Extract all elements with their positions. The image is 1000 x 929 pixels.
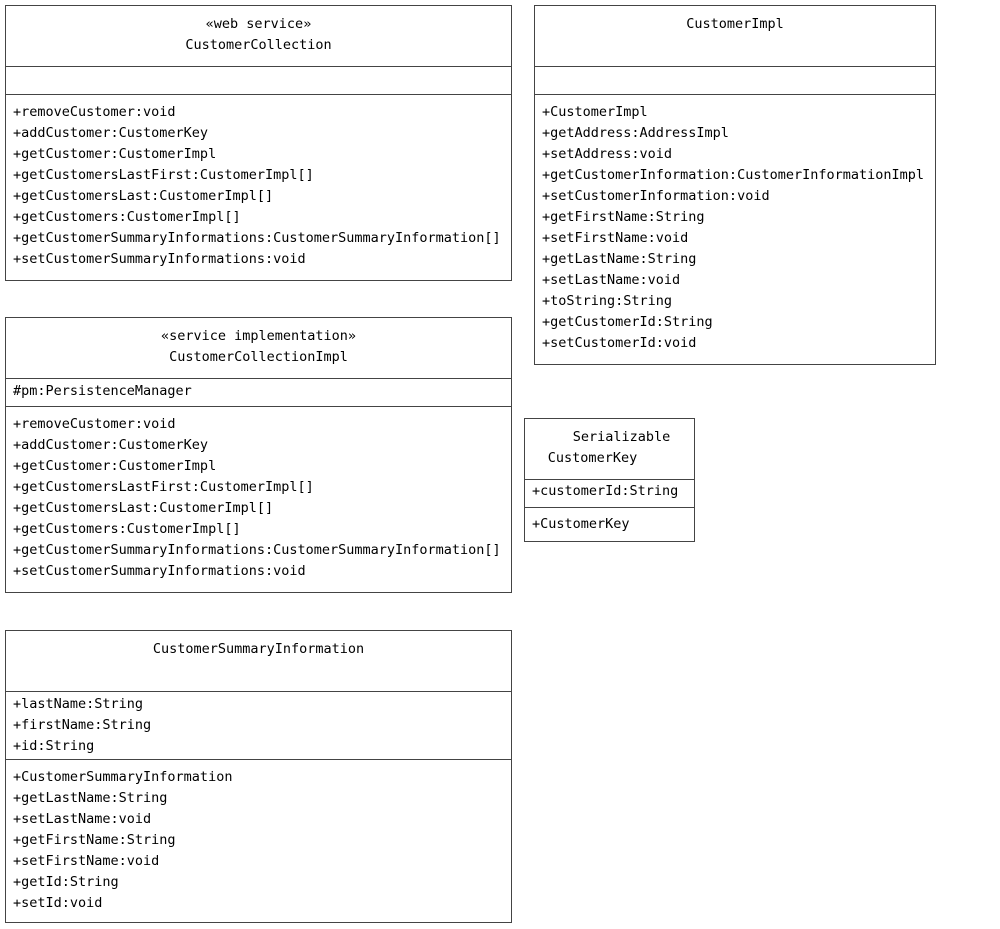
operation-entry: +getFirstName:String bbox=[542, 209, 705, 225]
class-customer-collection[interactable]: «web service» CustomerCollection +remove… bbox=[5, 5, 512, 281]
class-name: CustomerSummaryInformation bbox=[152, 641, 365, 657]
operations-compartment: +CustomerKey bbox=[525, 508, 694, 539]
class-header: «web service» CustomerCollection bbox=[6, 6, 511, 67]
class-customer-summary-information[interactable]: CustomerSummaryInformation +lastName:Str… bbox=[5, 630, 512, 923]
attribute-entry: +id:String bbox=[13, 738, 95, 754]
attribute-entry: +firstName:String bbox=[13, 717, 152, 733]
operation-entry: +getAddress:AddressImpl bbox=[542, 125, 729, 141]
class-header: «service implementation» CustomerCollect… bbox=[6, 318, 511, 379]
attribute-entry: #pm:PersistenceManager bbox=[13, 383, 192, 399]
operation-entry: +removeCustomer:void bbox=[13, 416, 176, 432]
class-header: CustomerSummaryInformation bbox=[6, 631, 511, 692]
operation-entry: +setCustomerSummaryInformations:void bbox=[13, 251, 306, 267]
class-stereotype: «web service» bbox=[205, 16, 312, 32]
operation-entry: +setCustomerId:void bbox=[542, 335, 697, 351]
operation-entry: +removeCustomer:void bbox=[13, 104, 176, 120]
operation-entry: +getFirstName:String bbox=[13, 832, 176, 848]
attributes-compartment bbox=[6, 67, 511, 95]
operation-entry: +setAddress:void bbox=[542, 146, 673, 162]
operation-entry: +getCustomer:CustomerImpl bbox=[13, 458, 217, 474]
attributes-compartment: +customerId:String bbox=[525, 480, 694, 508]
operations-compartment: +removeCustomer:void +addCustomer:Custome… bbox=[6, 95, 511, 274]
class-customer-key[interactable]: Serializable CustomerKey +customerId:Str… bbox=[524, 418, 695, 542]
operation-entry: +addCustomer:CustomerKey bbox=[13, 125, 209, 141]
operation-entry: +getCustomersLastFirst:CustomerImpl[] bbox=[13, 167, 314, 183]
operation-entry: +setFirstName:void bbox=[542, 230, 689, 246]
operation-entry: +CustomerSummaryInformation bbox=[13, 769, 233, 785]
operation-entry: +getCustomerInformation:CustomerInformat… bbox=[542, 167, 925, 183]
class-name: CustomerKey bbox=[547, 450, 638, 466]
operation-entry: +setCustomerSummaryInformations:void bbox=[13, 563, 306, 579]
operations-compartment: +CustomerSummaryInformation +getLastName:… bbox=[6, 760, 511, 918]
class-header: CustomerImpl bbox=[535, 6, 935, 67]
operation-entry: +addCustomer:CustomerKey bbox=[13, 437, 209, 453]
operation-entry: +getCustomers:CustomerImpl[] bbox=[13, 521, 241, 537]
operation-entry: +getCustomersLast:CustomerImpl[] bbox=[13, 188, 274, 204]
operations-compartment: +removeCustomer:void +addCustomer:Custome… bbox=[6, 407, 511, 586]
class-name: CustomerImpl bbox=[686, 16, 784, 32]
class-name: CustomerCollectionImpl bbox=[169, 349, 348, 365]
operation-entry: +CustomerKey bbox=[532, 516, 630, 532]
operation-entry: +setLastName:void bbox=[13, 811, 152, 827]
operation-entry: +setFirstName:void bbox=[13, 853, 160, 869]
operation-entry: +getCustomerId:String bbox=[542, 314, 713, 330]
operation-entry: +getLastName:String bbox=[13, 790, 168, 806]
class-stereotype: Serializable bbox=[572, 429, 671, 445]
operation-entry: +getCustomersLastFirst:CustomerImpl[] bbox=[13, 479, 314, 495]
operation-entry: +getCustomersLast:CustomerImpl[] bbox=[13, 500, 274, 516]
class-header: Serializable CustomerKey bbox=[525, 419, 694, 480]
operation-entry: +getCustomers:CustomerImpl[] bbox=[13, 209, 241, 225]
class-customer-collection-impl[interactable]: «service implementation» CustomerCollect… bbox=[5, 317, 512, 593]
class-stereotype: «service implementation» bbox=[160, 328, 357, 344]
attributes-compartment bbox=[535, 67, 935, 95]
operation-entry: +setCustomerInformation:void bbox=[542, 188, 770, 204]
operation-entry: +getLastName:String bbox=[542, 251, 697, 267]
attribute-entry: +lastName:String bbox=[13, 696, 144, 712]
attributes-compartment: #pm:PersistenceManager bbox=[6, 379, 511, 407]
class-name: CustomerCollection bbox=[185, 37, 332, 53]
operation-entry: +getCustomerSummaryInformations:Customer… bbox=[13, 542, 501, 558]
operation-entry: +toString:String bbox=[542, 293, 673, 309]
operation-entry: +getCustomer:CustomerImpl bbox=[13, 146, 217, 162]
operation-entry: +getCustomerSummaryInformations:Customer… bbox=[13, 230, 501, 246]
operations-compartment: +CustomerImpl +getAddress:AddressImpl +set… bbox=[535, 95, 935, 358]
operation-entry: +setId:void bbox=[13, 895, 103, 911]
operation-entry: +CustomerImpl bbox=[542, 104, 648, 120]
operation-entry: +getId:String bbox=[13, 874, 119, 890]
attributes-compartment: +lastName:String +firstName:String +id:Str… bbox=[6, 692, 511, 760]
attribute-entry: +customerId:String bbox=[532, 483, 679, 499]
class-customer-impl[interactable]: CustomerImpl +CustomerImpl +getAddress:Ad… bbox=[534, 5, 936, 365]
operation-entry: +setLastName:void bbox=[542, 272, 681, 288]
